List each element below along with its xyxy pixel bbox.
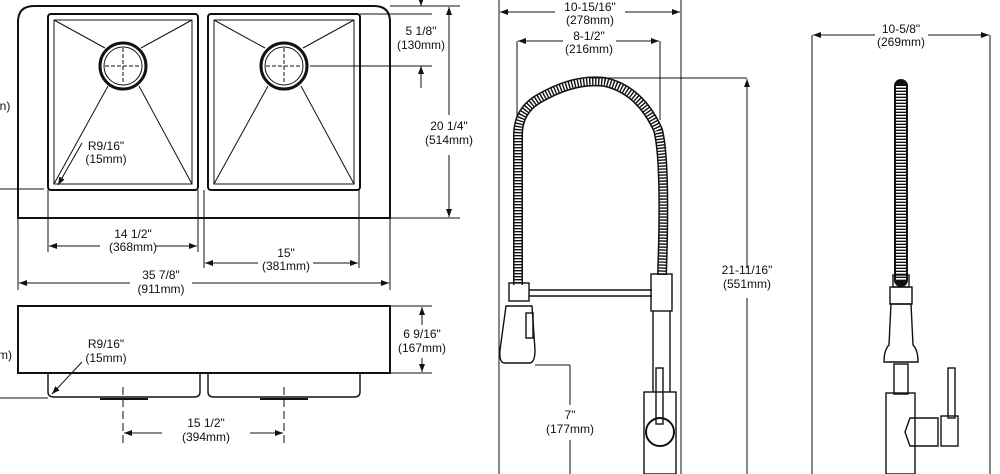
overall-depth-imperial: 10-5/8" bbox=[882, 22, 920, 36]
right-drain-icon bbox=[259, 41, 309, 91]
front-corner-radius-imperial: R9/16" bbox=[88, 337, 124, 351]
drain-spacing-metric: (394mm) bbox=[182, 430, 230, 444]
apron-height-metric: (167mm) bbox=[398, 341, 446, 355]
faucet-side-view: 10-5/8" (269mm) bbox=[811, 22, 991, 474]
drain-spacing-imperial: 15 1/2" bbox=[187, 416, 225, 430]
cropped-label: n) bbox=[0, 99, 10, 113]
drain-setback-metric: (130mm) bbox=[397, 38, 445, 52]
cropped-label: m) bbox=[0, 348, 12, 362]
spout-height-metric: (177mm) bbox=[546, 422, 594, 436]
depth-imperial: 20 1/4" bbox=[430, 119, 468, 133]
corner-radius-metric: (15mm) bbox=[85, 152, 126, 166]
left-drain-icon bbox=[98, 41, 148, 91]
left-bowl-width-metric: (368mm) bbox=[109, 240, 157, 254]
coil-spring-icon bbox=[513, 76, 669, 285]
apron-height-imperial: 6 9/16" bbox=[403, 327, 441, 341]
sink-top-view: 5 1/8" (130mm) 20 1/4" (514mm) R9/16" (1… bbox=[0, 0, 473, 296]
overall-width-imperial: 35 7/8" bbox=[142, 268, 180, 282]
spout-reach-imperial: 8-1/2" bbox=[573, 29, 605, 43]
spout-height-imperial: 7" bbox=[565, 408, 576, 422]
spout-reach-metric: (216mm) bbox=[565, 42, 613, 56]
handle-lever bbox=[655, 367, 664, 425]
overall-width-metric: (911mm) bbox=[137, 282, 184, 296]
depth-metric: (514mm) bbox=[425, 133, 473, 147]
spray-head-icon bbox=[499, 282, 536, 364]
overall-reach-imperial: 10-15/16" bbox=[564, 0, 616, 14]
overall-height-metric: (551mm) bbox=[723, 277, 771, 291]
sink-front-view: 6 9/16" (167mm) R9/16" (15mm) m) 15 1/2"… bbox=[0, 305, 446, 445]
overall-reach-metric: (278mm) bbox=[566, 13, 614, 27]
right-bowl-width-imperial: 15" bbox=[277, 246, 295, 260]
left-bowl bbox=[47, 13, 199, 191]
faucet-body bbox=[643, 391, 677, 474]
left-bowl-width-imperial: 14 1/2" bbox=[114, 227, 152, 241]
apron bbox=[17, 305, 391, 374]
front-corner-radius-metric: (15mm) bbox=[85, 351, 126, 365]
drain-setback-imperial: 5 1/8" bbox=[406, 24, 437, 38]
sink-outline bbox=[17, 5, 391, 219]
corner-radius-imperial: R9/16" bbox=[88, 139, 124, 153]
handle-knob-icon bbox=[645, 417, 675, 447]
faucet-front-view: 10-15/16" (278mm) 8-1/2" (216mm) 21-11/1… bbox=[498, 0, 773, 474]
right-bowl-floor bbox=[213, 19, 355, 185]
right-bowl-width-metric: (381mm) bbox=[262, 259, 310, 273]
right-bowl bbox=[207, 13, 361, 191]
overall-depth-metric: (269mm) bbox=[877, 35, 925, 49]
left-bowl-floor bbox=[53, 19, 193, 185]
overall-height-imperial: 21-11/16" bbox=[722, 263, 773, 277]
